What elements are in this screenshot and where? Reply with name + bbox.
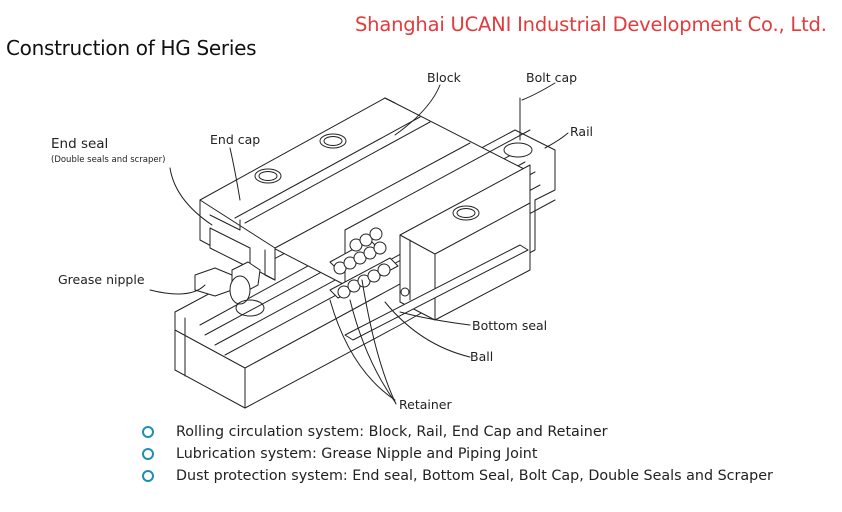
balls <box>329 227 410 299</box>
label-bottom-seal: Bottom seal <box>472 318 548 333</box>
bolt-cap <box>503 97 533 158</box>
label-rail: Rail <box>570 124 594 139</box>
label-end-seal: End seal <box>51 136 109 152</box>
feature-list: Rolling circulation system: Block, Rail,… <box>142 421 773 487</box>
feature-item: Dust protection system: End seal, Bottom… <box>142 465 773 487</box>
company-name: Shanghai UCANI Industrial Development Co… <box>355 13 827 36</box>
feature-text: Dust protection system: End seal, Bottom… <box>176 468 773 484</box>
label-block: Block <box>427 70 461 85</box>
feature-text: Lubrication system: Grease Nipple and Pi… <box>176 446 538 462</box>
feature-item: Rolling circulation system: Block, Rail,… <box>142 421 773 443</box>
block <box>199 97 531 321</box>
feature-text: Rolling circulation system: Block, Rail,… <box>176 424 608 440</box>
bottom-seal <box>344 244 529 341</box>
label-ball: Ball <box>470 349 494 364</box>
feature-item: Lubrication system: Grease Nipple and Pi… <box>142 443 773 465</box>
label-end-cap: End cap <box>210 132 261 147</box>
label-bolt-cap: Bolt cap <box>526 70 578 85</box>
circle-bullet-icon <box>142 426 154 438</box>
label-end-seal-note: (Double seals and scraper) <box>51 155 166 165</box>
label-retainer: Retainer <box>399 397 452 412</box>
bolt-holes <box>254 133 480 221</box>
page-title: Construction of HG Series <box>6 36 257 60</box>
grease-nipple <box>194 261 265 317</box>
circle-bullet-icon <box>142 448 154 460</box>
label-grease-nipple: Grease nipple <box>58 272 145 287</box>
leader-lines <box>149 82 569 405</box>
circle-bullet-icon <box>142 470 154 482</box>
